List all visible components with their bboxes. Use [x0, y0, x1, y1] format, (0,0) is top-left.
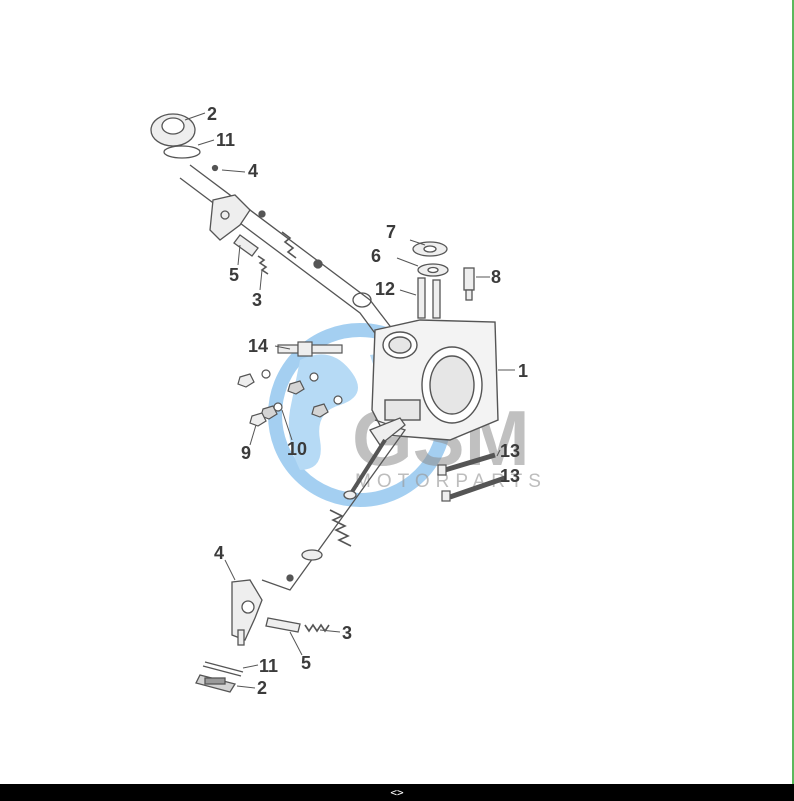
- callout-11-lower: 11: [259, 656, 278, 676]
- exploded-view: GSM MOTORPARTS: [150, 104, 547, 698]
- callout-2-lower: 2: [257, 678, 267, 698]
- parts-diagram: GSM MOTORPARTS: [150, 104, 547, 698]
- bolts: [437, 452, 506, 502]
- callout-10: 10: [287, 439, 307, 459]
- callout-13-upper: 13: [500, 441, 520, 461]
- callout-4-lower: 4: [214, 543, 224, 563]
- callout-3-upper: 3: [252, 290, 262, 310]
- callout-9: 9: [241, 443, 251, 463]
- callout-8: 8: [491, 267, 501, 287]
- callout-5-upper: 5: [229, 265, 239, 285]
- right-border: [792, 0, 794, 784]
- callout-7: 7: [386, 222, 396, 242]
- callout-6: 6: [371, 246, 381, 266]
- cylinder-head: [371, 319, 499, 441]
- callout-labels: 2 11 4 5 3 7 6 8 12 14 1 9 10 13 13 4 3 …: [207, 104, 528, 698]
- bottom-nav-bar: <>: [0, 784, 794, 801]
- nuts-washers: [237, 369, 343, 427]
- lower-valve-assembly: [195, 417, 407, 693]
- callout-5-lower: 5: [301, 653, 311, 673]
- callout-2-upper: 2: [207, 104, 217, 124]
- callout-3-lower: 3: [342, 623, 352, 643]
- watermark-subtitle: MOTORPARTS: [355, 471, 547, 492]
- leader-lines: [184, 112, 515, 689]
- upper-valve-assembly: [150, 113, 394, 341]
- callout-12: 12: [375, 279, 395, 299]
- callout-11-upper: 11: [216, 130, 235, 150]
- callout-14: 14: [248, 336, 268, 356]
- callout-13-lower: 13: [500, 466, 520, 486]
- callout-4-upper: 4: [248, 161, 258, 181]
- nav-arrows-button[interactable]: <>: [390, 786, 404, 799]
- top-parts: [412, 241, 475, 319]
- callout-1: 1: [518, 361, 528, 381]
